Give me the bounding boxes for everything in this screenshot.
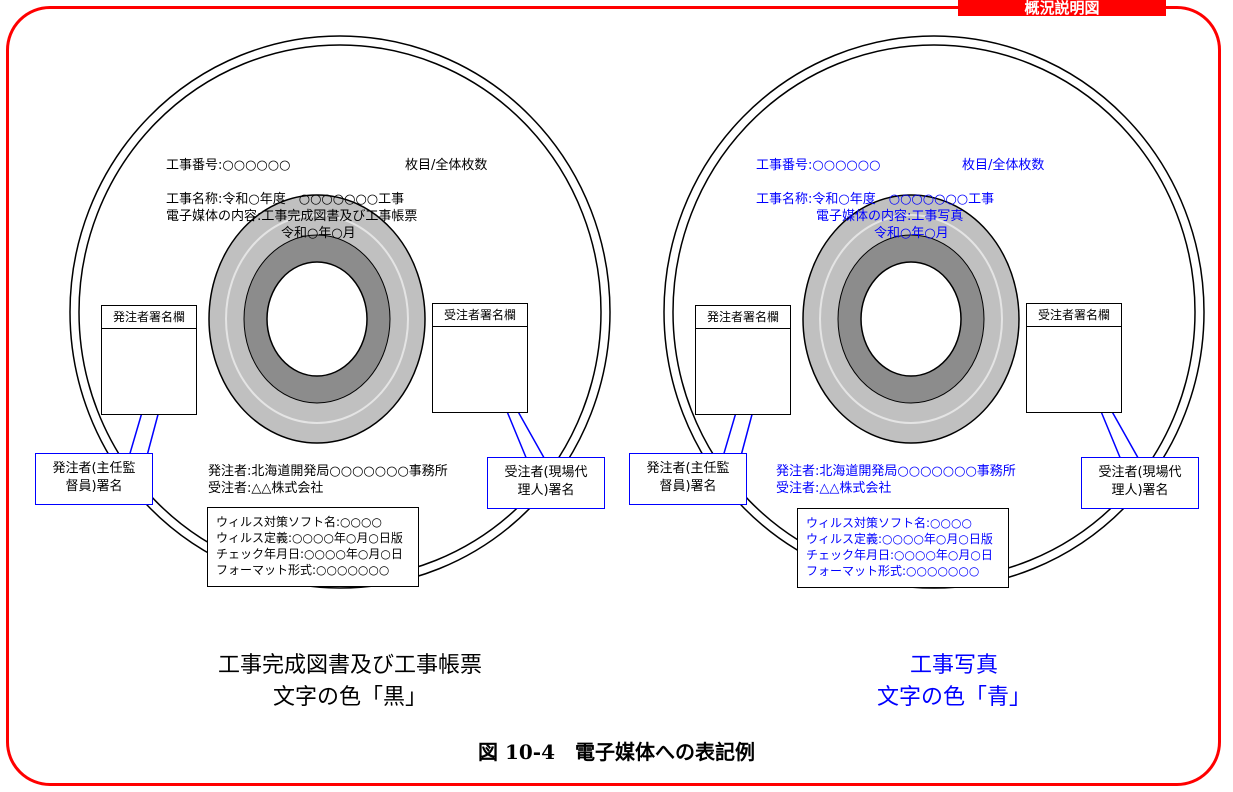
check-date: チェック年月日:○○○○年○月○日 (216, 547, 403, 561)
virus-soft-name: ウィルス対策ソフト名:○○○○ (806, 516, 972, 530)
disc-right-graphic (663, 35, 1205, 589)
check-date: チェック年月日:○○○○年○月○日 (806, 548, 993, 562)
caption-color-note: 文字の色「黒」 (272, 685, 427, 710)
sheet-count: 枚目/全体枚数 (405, 158, 488, 173)
contractor-sign-box: 受注者署名欄 (432, 303, 528, 413)
caption-color-note: 文字の色「青」 (876, 685, 1031, 710)
callout-line: 受注者(現場代 (1098, 465, 1182, 480)
orderer-sign-label-right: 発注者署名欄 (696, 306, 790, 329)
red-frame (6, 6, 1221, 786)
callout-line: 発注者(主任監 (646, 461, 730, 476)
callout-line: 発注者(主任監 (52, 461, 136, 476)
caption-title: 工事写真 (909, 653, 998, 678)
date-blue: 令和○年○月 (874, 226, 949, 241)
virus-soft-name: ウィルス対策ソフト名:○○○○ (216, 515, 382, 529)
contractor-sign-box-right: 受注者署名欄 (1026, 303, 1122, 413)
callout-line: 受注者(現場代 (504, 465, 588, 480)
callout-line: 理人)署名 (1111, 483, 1169, 498)
caption-title: 工事完成図書及び工事帳票 (217, 653, 482, 678)
callout-contractor-signature: 受注者(現場代 理人)署名 (487, 457, 605, 509)
orderer-text: 発注者:北海道開発局○○○○○○○事務所 (208, 464, 448, 479)
format-type: フォーマット形式:○○○○○○○ (806, 564, 980, 578)
orderer-text-blue: 発注者:北海道開発局○○○○○○○事務所 (776, 464, 1016, 479)
orderer-sign-box: 発注者署名欄 (101, 305, 197, 415)
callout-orderer-signature: 発注者(主任監 督員)署名 (35, 453, 153, 505)
format-type: フォーマット形式:○○○○○○○ (216, 563, 390, 577)
figure-caption: 図 10-4 電子媒体への表記例 (477, 740, 755, 764)
virus-definition: ウィルス定義:○○○○年○月○日版 (806, 532, 993, 546)
callout-contractor-signature-right: 受注者(現場代 理人)署名 (1081, 457, 1199, 509)
contractor-sign-label: 受注者署名欄 (433, 304, 527, 327)
media-content: 電子媒体の内容:工事完成図書及び工事帳票 (166, 209, 418, 224)
media-content-blue: 電子媒体の内容:工事写真 (816, 209, 964, 224)
work-name-blue: 工事名称:令和○年度 ○○○○○○○工事 (756, 192, 995, 207)
overview-tag: 概況説明図 (958, 0, 1166, 16)
virus-definition: ウィルス定義:○○○○年○月○日版 (216, 531, 403, 545)
callout-line: 理人)署名 (517, 483, 575, 498)
caption-left: 工事完成図書及び工事帳票 文字の色「黒」 (130, 650, 570, 714)
callout-line: 督員)署名 (65, 479, 123, 494)
caption-right: 工事写真 文字の色「青」 (734, 650, 1174, 714)
orderer-sign-label: 発注者署名欄 (102, 306, 196, 329)
orderer-sign-box-right: 発注者署名欄 (695, 305, 791, 415)
callout-line: 督員)署名 (659, 479, 717, 494)
contractor-sign-label-right: 受注者署名欄 (1027, 304, 1121, 327)
date: 令和○年○月 (281, 226, 356, 241)
callout-orderer-signature-right: 発注者(主任監 督員)署名 (629, 453, 747, 505)
work-number: 工事番号:○○○○○○ (166, 158, 291, 173)
contractor-text-blue: 受注者:△△株式会社 (776, 481, 892, 496)
disc-left-graphic (69, 35, 611, 589)
sheet-count-blue: 枚目/全体枚数 (962, 158, 1045, 173)
virus-info-box: ウィルス対策ソフト名:○○○○ ウィルス定義:○○○○年○月○日版 チェック年月… (207, 507, 419, 587)
contractor-text: 受注者:△△株式会社 (208, 481, 324, 496)
work-name: 工事名称:令和○年度 ○○○○○○○工事 (166, 192, 405, 207)
work-number-blue: 工事番号:○○○○○○ (756, 158, 881, 173)
virus-info-box-blue: ウィルス対策ソフト名:○○○○ ウィルス定義:○○○○年○月○日版 チェック年月… (797, 508, 1009, 588)
